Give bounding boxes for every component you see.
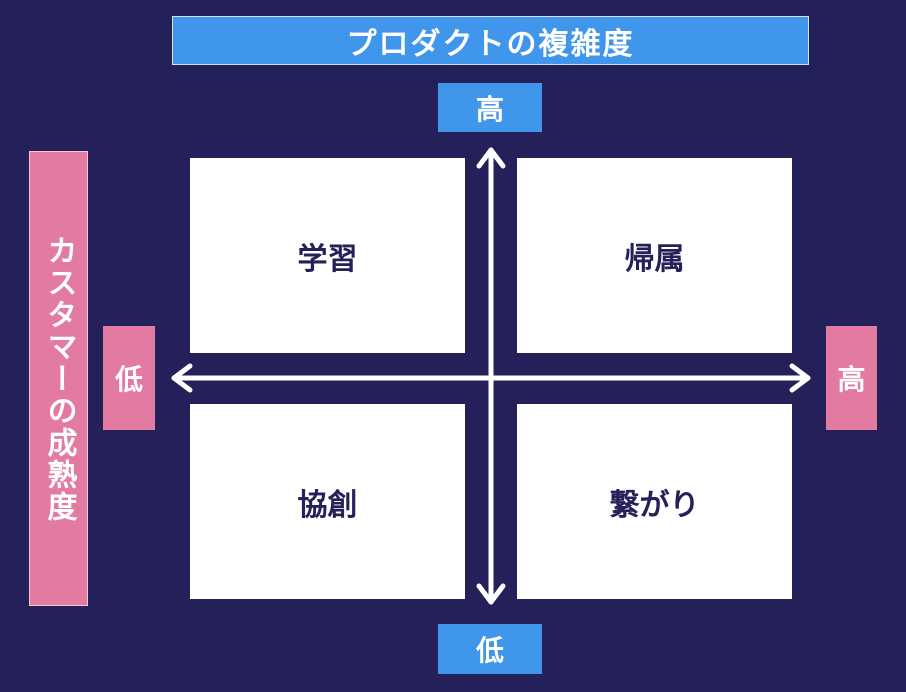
- horizontal-axis-low-label: 低: [103, 326, 155, 430]
- horizontal-axis-right-arrowhead: [789, 363, 811, 393]
- vertical-axis-down-arrowhead: [476, 583, 506, 605]
- quadrant-connection: 繋がり: [517, 404, 792, 599]
- horizontal-axis-left-arrowhead: [171, 363, 193, 393]
- product-complexity-title: プロダクトの複雑度: [172, 16, 809, 65]
- horizontal-axis-high-label: 高: [826, 326, 877, 430]
- vertical-axis-low-label: 低: [438, 624, 542, 674]
- customer-maturity-title: カスタマーの成熟度: [29, 151, 88, 606]
- vertical-axis-high-label: 高: [438, 83, 542, 132]
- quadrant-learning: 学習: [190, 158, 465, 353]
- quadrant-co-creation: 協創: [190, 404, 465, 599]
- quadrant-belonging: 帰属: [517, 158, 792, 353]
- vertical-axis-up-arrowhead: [476, 147, 506, 169]
